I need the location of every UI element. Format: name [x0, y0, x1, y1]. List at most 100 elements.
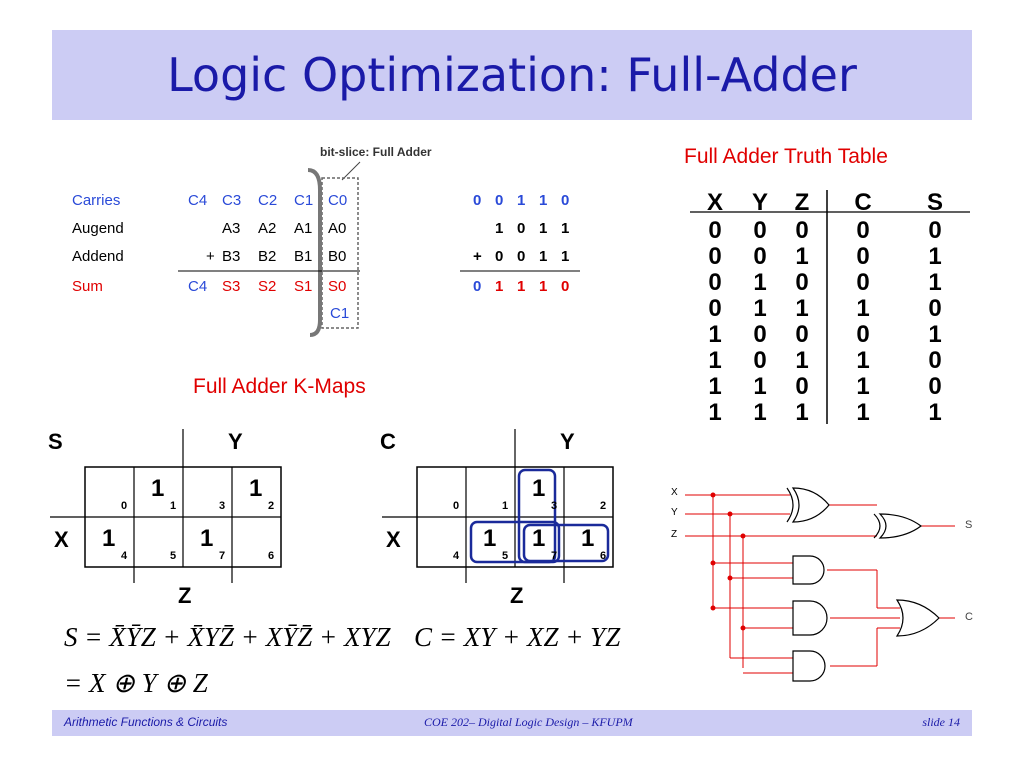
kmap-index: 7 — [551, 550, 558, 562]
tt-cell: 0 — [856, 269, 870, 296]
bitslice-cell: A1 — [294, 220, 313, 237]
footer-center: COE 202– Digital Logic Design – KFUPM — [424, 715, 633, 729]
tt-cell: 1 — [753, 373, 767, 400]
tt-cell: 1 — [928, 243, 942, 270]
example-digit: 1 — [539, 192, 548, 209]
kmap-s-grid — [50, 429, 282, 583]
tt-cell: 0 — [928, 373, 942, 400]
example-digit: 0 — [495, 192, 504, 209]
example-digit: 1 — [539, 248, 548, 265]
bitslice-cell: C1 — [294, 192, 314, 209]
example-digit: 1 — [517, 192, 526, 209]
kmap-c-name: C — [380, 429, 396, 454]
bitslice-label-augend: Augend — [72, 220, 124, 237]
bitslice-cell: B3 — [222, 248, 241, 265]
bitslice-carry-out: C1 — [330, 305, 350, 322]
kmap-s-bottom-var: Z — [178, 583, 192, 608]
kmap-index: 6 — [268, 550, 275, 562]
bitslice-cell: C4 — [188, 278, 208, 295]
kmap-s-row-var: X — [54, 527, 69, 552]
kmap-index: 0 — [121, 500, 128, 512]
kmap-value: 1 — [151, 475, 165, 502]
kmap-c-col-var: Y — [560, 429, 575, 454]
tt-cell: 0 — [795, 269, 809, 296]
example-digit: + — [473, 248, 482, 265]
footer-left: Arithmetic Functions & Circuits — [64, 715, 228, 729]
tt-cell: 0 — [708, 243, 722, 270]
bitslice-annotation: bit-slice: Full Adder — [320, 145, 432, 159]
kmap-index: 4 — [453, 550, 460, 562]
bitslice-cell: C3 — [222, 192, 242, 209]
example-digit: 1 — [495, 220, 504, 237]
kmap-value: 1 — [581, 525, 595, 552]
example-digit: 0 — [561, 192, 570, 209]
example-digit: 0 — [517, 220, 526, 237]
example-digit: 1 — [495, 278, 504, 295]
kmap-index: 3 — [219, 500, 226, 512]
equation-s-line2: = X ⊕ Y ⊕ Z — [64, 668, 208, 698]
full-adder-circuit: X Y Z S C — [665, 478, 995, 698]
tt-cell: 1 — [928, 399, 942, 426]
circuit-output-c: C — [965, 611, 973, 623]
tt-header: C — [854, 189, 872, 216]
tt-cell: 0 — [708, 269, 722, 296]
tt-cell: 1 — [928, 321, 942, 348]
kmap-index: 7 — [219, 550, 226, 562]
tt-cell: 0 — [753, 243, 767, 270]
tt-cell: 0 — [928, 347, 942, 374]
kmap-value: 1 — [102, 525, 116, 552]
kmap-index: 5 — [502, 550, 509, 562]
kmap-c-row-var: X — [386, 527, 401, 552]
truth-table-lines — [690, 190, 970, 424]
tt-cell: 1 — [708, 373, 722, 400]
kmap-index: 6 — [600, 550, 607, 562]
tt-cell: 1 — [795, 295, 809, 322]
bitslice-label-sum: Sum — [72, 278, 103, 295]
kmap-c-grid — [382, 429, 614, 583]
tt-cell: 1 — [856, 399, 870, 426]
tt-header: Z — [794, 189, 810, 216]
example-digit: 1 — [561, 248, 570, 265]
kmap-value: 1 — [249, 475, 263, 502]
kmap-index: 2 — [268, 500, 275, 512]
kmap-index: 5 — [170, 550, 177, 562]
tt-cell: 1 — [753, 295, 767, 322]
tt-cell: 0 — [708, 217, 722, 244]
bitslice-cell: + — [206, 248, 215, 265]
kmap-index: 1 — [502, 500, 509, 512]
bitslice-cell: B1 — [294, 248, 313, 265]
kmap-index: 3 — [551, 500, 558, 512]
bitslice-figure: bit-slice: Full Adder Carries Augend Add… — [70, 140, 590, 340]
tt-cell: 0 — [856, 321, 870, 348]
kmaps-title: Full Adder K-Maps — [193, 375, 366, 398]
kmap-value: 1 — [532, 475, 546, 502]
circuit-schematic — [685, 487, 955, 682]
footer-right: slide 14 — [922, 715, 960, 729]
tt-cell: 1 — [795, 243, 809, 270]
tt-cell: 0 — [708, 295, 722, 322]
tt-cell: 0 — [795, 321, 809, 348]
bitslice-cell: S2 — [258, 278, 277, 295]
tt-header: S — [926, 189, 943, 216]
kmap-index: 2 — [600, 500, 607, 512]
example-digit: 1 — [517, 278, 526, 295]
kmap-value: 1 — [532, 525, 546, 552]
bitslice-frame — [178, 161, 580, 337]
tt-cell: 1 — [795, 347, 809, 374]
bitslice-cell: B0 — [328, 248, 347, 265]
tt-cell: 0 — [928, 217, 942, 244]
circuit-input-x: X — [671, 487, 678, 498]
circuit-input-y: Y — [671, 507, 678, 518]
tt-cell: 0 — [795, 217, 809, 244]
circuit-output-s: S — [965, 519, 973, 531]
tt-cell: 1 — [928, 269, 942, 296]
kmap-index: 0 — [453, 500, 460, 512]
tt-cell: 1 — [753, 399, 767, 426]
tt-cell: 1 — [856, 373, 870, 400]
circuit-input-z: Z — [671, 529, 678, 540]
bitslice-label-carries: Carries — [72, 192, 121, 209]
kmap-index: 1 — [170, 500, 177, 512]
example-digit: 0 — [473, 278, 482, 295]
kmap-value: 1 — [483, 525, 497, 552]
